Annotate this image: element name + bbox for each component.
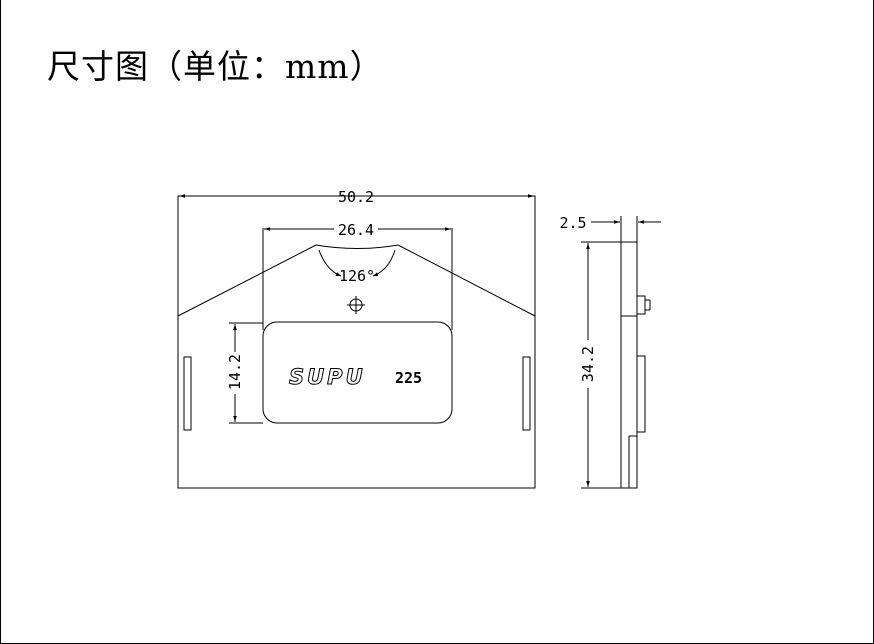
card-outline — [177, 195, 536, 489]
thickness-text: 2.5 — [559, 214, 586, 232]
label-height-text: 14.2 — [226, 354, 244, 390]
brand-logo: SUPU — [289, 365, 366, 389]
side-tab-top — [636, 295, 646, 315]
drawing-title: 尺寸图（单位：mm） — [47, 47, 384, 86]
angle-arc-right — [372, 249, 396, 277]
window-width-text: 26.4 — [338, 221, 374, 239]
center-mark — [347, 296, 365, 314]
fold-line-left — [177, 244, 317, 317]
overall-height-text: 34.2 — [579, 346, 597, 382]
front-view: 126° 50.2 26.4 14.2 SUPU 225 — [177, 188, 536, 489]
model-number: 225 — [395, 369, 422, 387]
side-view: 2.5 34.2 — [559, 214, 661, 489]
angle-arc-left — [318, 249, 342, 277]
slot-right — [522, 356, 531, 431]
notch-curve — [315, 244, 399, 249]
side-tab-bottom — [636, 355, 646, 433]
fold-line-right — [397, 244, 536, 317]
overall-width-text: 50.2 — [338, 188, 374, 206]
angle-text: 126° — [339, 267, 375, 285]
label-area — [262, 321, 453, 424]
slot-left — [183, 356, 192, 431]
